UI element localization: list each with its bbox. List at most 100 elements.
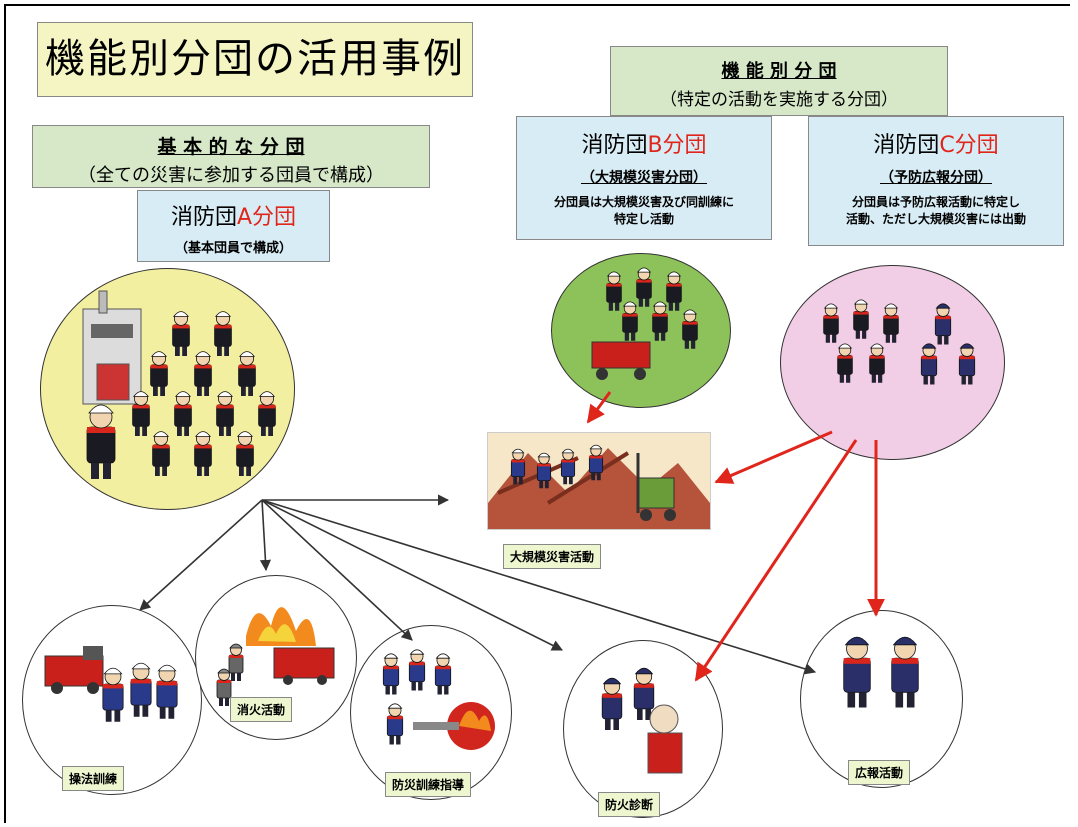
person-figure (536, 452, 552, 489)
unit-c-title: 消防団C分団 (809, 127, 1063, 159)
label-disaster-activity: 大規模災害活動 (503, 544, 602, 569)
person-figure (216, 668, 232, 706)
drill-circle (22, 605, 202, 795)
publicity-officers (843, 636, 919, 708)
unit-b-title: 消防団B分団 (517, 127, 771, 159)
fire-truck-icon (44, 646, 104, 694)
fire-engine-icon (273, 647, 335, 685)
person-figure (132, 391, 150, 436)
person-figure (102, 667, 124, 722)
person-figure (216, 391, 234, 436)
firefighter-group-a (86, 311, 276, 479)
unit-b-letter: B分団 (647, 133, 707, 158)
person-figure (408, 649, 426, 691)
person-figure (194, 431, 212, 476)
person-figure (214, 311, 232, 356)
inspection-people (601, 667, 655, 730)
unit-a-note: （基本団員で構成） (174, 241, 292, 256)
person-figure (588, 444, 604, 481)
unit-a-letter: A分団 (236, 205, 297, 230)
person-figure (633, 667, 655, 720)
drill-illustration (44, 646, 178, 722)
unit-c-prefix: 消防団 (873, 133, 940, 158)
unit-c-subtitle: （予防広報分団） (880, 170, 992, 186)
person-figure (636, 267, 652, 307)
unit-a-title: 消防団A分団 (138, 199, 329, 231)
person-figure (601, 677, 623, 730)
flames-icon (246, 607, 316, 646)
person-figure (823, 303, 839, 343)
basic-unit-subheading: （全ての災害に参加する団員で構成） (78, 165, 384, 186)
unit-c-letter: C分団 (939, 133, 999, 158)
person-figure (156, 664, 178, 719)
person-figure (152, 431, 170, 476)
person-figure (853, 299, 869, 339)
person-figure (510, 448, 526, 485)
label-publicity: 広報活動 (848, 760, 911, 785)
person-figure (560, 448, 576, 485)
person-figure (622, 301, 638, 341)
unit-b-box: 消防団B分団 （大規模災害分団） 分団員は大規模災害及び同訓練に 特定し活動 (516, 116, 772, 240)
firefight-crew (216, 643, 244, 706)
unit-b-prefix: 消防団 (581, 133, 648, 158)
group-a-illustration (82, 290, 276, 479)
person-figure (869, 343, 885, 383)
person-figure (891, 636, 919, 708)
unit-b-desc-2: 特定し活動 (613, 212, 674, 226)
training-people (382, 649, 452, 745)
unit-a-box: 消防団A分団 （基本団員で構成） (137, 190, 330, 262)
inspection-illustration (601, 667, 683, 774)
person-figure (837, 343, 853, 383)
person-figure (434, 653, 452, 695)
basic-unit-heading: 基 本 的 な 分 団 (157, 136, 305, 158)
label-training: 防災訓練指導 (385, 772, 472, 797)
group-c-illustration (823, 299, 976, 385)
group-b-circle (551, 253, 731, 408)
person-figure (883, 303, 899, 343)
functional-unit-heading: 機 能 別 分 団 (721, 61, 837, 82)
unit-b-desc-1: 分団員は大規模災害及び同訓練に (553, 195, 734, 209)
slide-frame (4, 4, 1070, 823)
label-firefight: 消火活動 (230, 697, 293, 722)
person-figure (382, 653, 400, 695)
person-figure (843, 636, 871, 708)
publicity-staff-group (920, 303, 976, 385)
drill-firefighters (102, 662, 178, 722)
page-title: 機能別分団の活用事例 (37, 22, 473, 97)
person-figure (236, 431, 254, 476)
person-figure (666, 271, 682, 311)
unit-b-subtitle: （大規模災害分団） (581, 170, 707, 186)
person-figure (652, 301, 668, 341)
basic-unit-header: 基 本 的 な 分 団 （全ての災害に参加する団員で構成） (32, 125, 430, 188)
person-figure (174, 391, 192, 436)
unit-c-desc-1: 分団員は予防広報活動に特定し (851, 195, 1020, 209)
unit-c-box: 消防団C分団 （予防広報分団） 分団員は予防広報活動に特定し 活動、ただし大規模… (808, 116, 1064, 246)
extinguisher-fire-icon (413, 702, 495, 750)
person-figure (172, 311, 190, 356)
person-figure (130, 662, 152, 717)
unit-a-prefix: 消防団 (170, 205, 237, 230)
person-figure (258, 391, 276, 436)
fire-pump-icon (591, 341, 651, 380)
person-figure (86, 404, 116, 479)
group-c-circle (780, 265, 1005, 460)
person-figure (934, 303, 952, 345)
fire-station-icon (82, 290, 142, 405)
person-figure (194, 351, 212, 396)
person-figure (606, 271, 622, 311)
rescue-workers (510, 444, 604, 489)
person-figure (150, 351, 168, 396)
functional-unit-header: 機 能 別 分 団 （特定の活動を実施する分団） (610, 46, 948, 116)
firefighter-group-b (606, 267, 698, 349)
person-figure (228, 643, 244, 681)
group-b-illustration (591, 267, 698, 380)
unit-c-desc-2: 活動、ただし大規模災害には出動 (845, 212, 1026, 226)
person-figure (238, 351, 256, 396)
person-figure (682, 309, 698, 349)
disaster-scene (487, 432, 711, 530)
elderly-resident-icon (647, 704, 683, 774)
label-inspection: 防火診断 (598, 792, 661, 817)
label-drill: 操法訓練 (62, 766, 125, 791)
person-figure (920, 343, 938, 385)
functional-unit-subheading: （特定の活動を実施する分団） (660, 90, 898, 110)
